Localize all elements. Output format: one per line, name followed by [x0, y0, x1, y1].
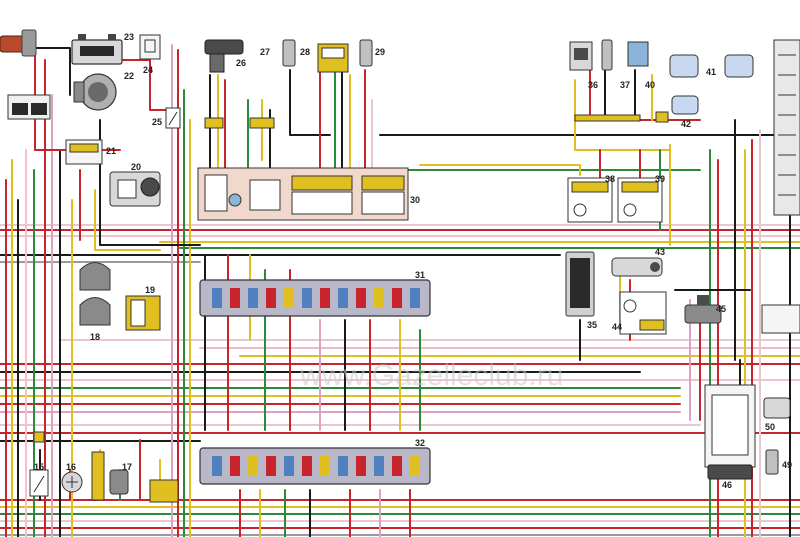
- relay-38: [567, 177, 613, 223]
- sensor-26: [204, 39, 244, 73]
- label-32: 32: [415, 438, 425, 448]
- label-26: 26: [236, 58, 246, 68]
- relay-39: [617, 177, 663, 223]
- label-45: 45: [716, 304, 726, 314]
- fuse-link-box: [7, 94, 51, 120]
- label-20: 20: [131, 162, 141, 172]
- motor-45: [684, 295, 722, 324]
- label-42: 42: [681, 119, 691, 129]
- relay-28: [317, 43, 349, 73]
- sensor-49: [765, 449, 779, 475]
- label-23: 23: [124, 32, 134, 42]
- fuse-block-32: [199, 447, 431, 485]
- module-35: [565, 251, 595, 317]
- label-40: 40: [645, 80, 655, 90]
- connector-yellow: [91, 451, 105, 501]
- sensor-50: [763, 397, 791, 419]
- ignition-switch: [109, 171, 161, 207]
- connector-right: [761, 304, 800, 334]
- label-27: 27: [260, 47, 270, 57]
- label-17: 17: [122, 462, 132, 472]
- label-43: 43: [655, 247, 665, 257]
- watermark-text: www.Gazelleclub.ru: [299, 359, 563, 392]
- fuse-row-32: [212, 456, 420, 476]
- label-36: 36: [588, 80, 598, 90]
- component-17: [109, 469, 129, 495]
- relay-44: [619, 291, 667, 335]
- label-50: 50: [765, 422, 775, 432]
- switch-block-30: [197, 167, 409, 221]
- control-unit-46: [704, 384, 756, 468]
- label-46: 46: [722, 480, 732, 490]
- label-28: 28: [300, 47, 310, 57]
- sensor-43: [611, 257, 663, 277]
- component-15: [29, 469, 49, 497]
- lamp-42: [671, 95, 699, 115]
- label-49: 49: [782, 460, 792, 470]
- label-21: 21: [106, 146, 116, 156]
- label-41: 41: [706, 67, 716, 77]
- label-24: 24: [143, 65, 153, 75]
- label-44: 44: [612, 322, 622, 332]
- alternator: [73, 73, 117, 111]
- label-35: 35: [587, 320, 597, 330]
- switch-25: [165, 107, 181, 129]
- battery: [71, 34, 123, 65]
- sensor-37: [601, 39, 613, 71]
- label-15: 15: [34, 462, 44, 472]
- relay-19: [125, 295, 161, 331]
- callout-labels: 15 16 17 18 19 20 21 22 23 24 25 26 27 2…: [34, 32, 792, 490]
- fuse-block-31: [199, 279, 431, 317]
- sensor-29: [359, 39, 373, 67]
- label-18: 18: [90, 332, 100, 342]
- switch-46: [707, 464, 753, 480]
- fuse-row-31: [212, 288, 420, 308]
- relay-lower: [149, 479, 179, 503]
- relay-21: [65, 139, 103, 165]
- label-37: 37: [620, 80, 630, 90]
- label-16: 16: [66, 462, 76, 472]
- label-30: 30: [410, 195, 420, 205]
- label-19: 19: [145, 285, 155, 295]
- starter-motor: [0, 29, 37, 57]
- label-25: 25: [152, 117, 162, 127]
- label-31: 31: [415, 270, 425, 280]
- junction-connectors: [33, 111, 669, 443]
- component-16: [61, 471, 83, 493]
- horns: [79, 262, 111, 326]
- sensor-27: [282, 39, 296, 67]
- sensor-40: [627, 41, 649, 67]
- label-29: 29: [375, 47, 385, 57]
- label-22: 22: [124, 71, 134, 81]
- label-38: 38: [605, 174, 615, 184]
- ecu-connector: [773, 39, 800, 216]
- relay-24: [139, 34, 161, 60]
- label-39: 39: [655, 174, 665, 184]
- sensor-36: [569, 41, 593, 71]
- headlamp-41: [669, 54, 754, 78]
